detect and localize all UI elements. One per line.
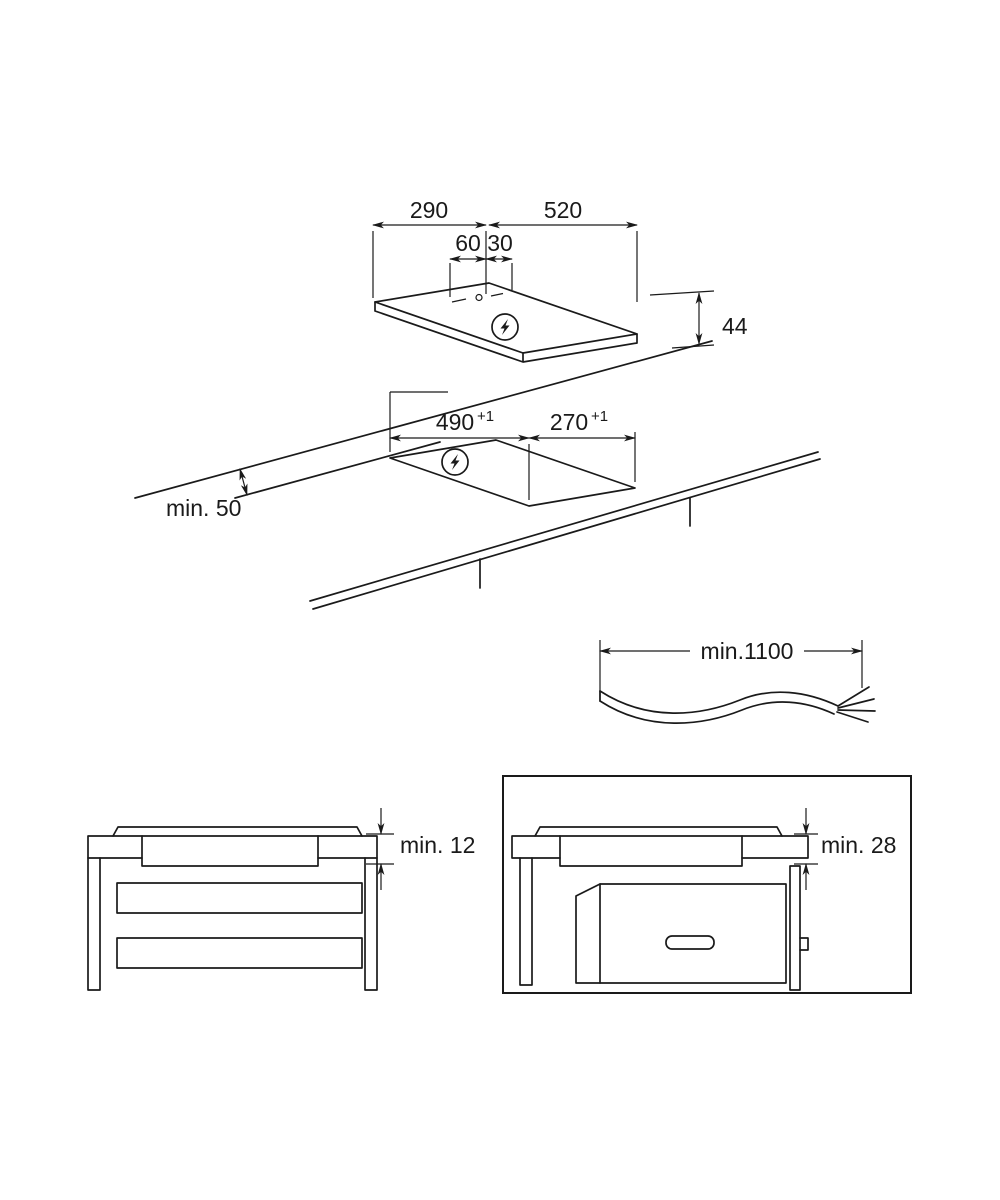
power-cable-view: min.1100	[599, 638, 876, 724]
dim-520-label: 520	[544, 197, 582, 223]
cutout-isometric-view: 490 +1 270 +1 min. 50	[166, 391, 636, 521]
side-panel	[789, 865, 801, 991]
dim-520: 520	[488, 197, 638, 302]
hob-body-box	[559, 835, 743, 867]
worktop-edge-lines	[134, 340, 821, 610]
dim-min-12-label: min. 12	[400, 832, 475, 858]
dim-44: 44	[649, 290, 748, 349]
hob-body-box	[141, 835, 319, 867]
dim-490: 490 +1	[389, 408, 530, 500]
cable-lower-curve	[599, 700, 835, 724]
drawer-fronts	[116, 882, 363, 969]
dim-270-tolerance: +1	[591, 408, 608, 425]
lightning-bolt-icon	[450, 454, 460, 470]
cabinet-legs	[87, 857, 378, 991]
oven-handle	[665, 935, 715, 950]
power-connection-icon-cutout	[441, 448, 469, 476]
counter-slab	[87, 835, 378, 859]
cabinet-edge-ticks	[479, 497, 691, 589]
dim-44-label: 44	[722, 313, 748, 339]
dim-min-50: min. 50	[166, 441, 441, 521]
cutout-corner-extension-lines	[389, 391, 448, 452]
dim-min-50-label: min. 50	[166, 495, 241, 521]
cable-upper-curve	[599, 690, 839, 714]
dim-min-12: min. 12	[366, 808, 475, 890]
worktop-back-edge-line	[134, 340, 713, 499]
dim-290: 290	[372, 197, 487, 298]
oven-front	[599, 883, 787, 984]
hob-isometric-view: 290 520 60 30 44	[372, 197, 748, 363]
cable-length-label: min.1100	[701, 638, 794, 664]
oven-cross-section-view: min. 28	[502, 775, 912, 994]
oven-left-side	[575, 883, 601, 984]
cutout-edge-extension-line	[234, 441, 441, 499]
dim-30-label: 30	[487, 230, 513, 256]
dim-270-label: 270	[550, 409, 588, 435]
power-connection-icon	[491, 313, 519, 341]
worktop-cross-section-view: min. 12	[87, 808, 475, 991]
cable-wire-strands	[836, 686, 876, 723]
dim-290-label: 290	[410, 197, 448, 223]
dim-490-label: 490	[436, 409, 474, 435]
dim-min-50-arrow	[239, 468, 248, 496]
view-frame	[502, 775, 912, 994]
dim-60-label: 60	[455, 230, 481, 256]
dim-min-28: min. 28	[794, 808, 896, 890]
worktop-front-edge-lines	[309, 451, 821, 610]
side-panel-knob	[799, 937, 809, 951]
cable-outlet-mark	[475, 293, 483, 302]
dim-290-extension-lines	[372, 231, 487, 298]
dim-490-tolerance: +1	[477, 408, 494, 425]
hob-thickness-edges	[374, 301, 638, 363]
dim-min-28-label: min. 28	[821, 832, 896, 858]
dim-60-30-extension-lines	[449, 263, 513, 297]
cable-position-marks	[451, 292, 504, 303]
counter-slab	[511, 835, 809, 859]
dim-270: 270 +1	[528, 408, 636, 482]
dim-60-30: 60 30	[449, 230, 513, 297]
cabinet-leg	[519, 857, 533, 986]
lightning-bolt-icon	[500, 319, 510, 335]
hob-glass-profile	[534, 826, 783, 837]
dim-44-reference-ticks	[649, 290, 715, 349]
hob-glass-profile	[112, 826, 363, 837]
